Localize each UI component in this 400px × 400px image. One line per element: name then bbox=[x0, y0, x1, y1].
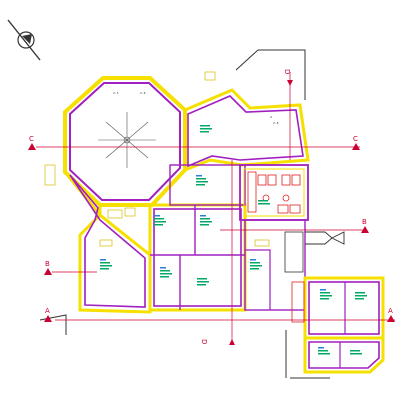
west-wing bbox=[63, 170, 152, 314]
dimension-label: 4 bbox=[270, 115, 272, 119]
dimension-label: 2.8 bbox=[140, 91, 146, 95]
section-marker-d-bottom: D bbox=[200, 339, 235, 345]
section-marker-c-right: C bbox=[352, 135, 360, 150]
section-marker-a-left: A bbox=[44, 307, 52, 322]
svg-text:C: C bbox=[29, 135, 34, 143]
room-tags bbox=[100, 125, 367, 355]
svg-text:A: A bbox=[45, 307, 50, 315]
entrance-wing: 4 2.8 bbox=[183, 88, 310, 173]
dimension-label: 2.3 bbox=[113, 91, 119, 95]
north-arrow-icon bbox=[7, 19, 41, 61]
site-boundary bbox=[39, 49, 330, 379]
toilet-block bbox=[239, 164, 309, 221]
section-marker-b-right: B bbox=[361, 218, 369, 233]
svg-text:C: C bbox=[353, 135, 358, 143]
svg-text:D: D bbox=[283, 69, 291, 74]
entry-canopy bbox=[305, 231, 345, 245]
dimension-label: 2.8 bbox=[273, 121, 279, 125]
svg-text:A: A bbox=[388, 307, 393, 315]
section-marker-b-left: B bbox=[44, 260, 52, 275]
svg-text:B: B bbox=[362, 218, 367, 226]
central-block bbox=[148, 164, 247, 312]
octagon-hall: 2.3 2.8 bbox=[63, 76, 187, 207]
section-lines bbox=[36, 72, 395, 345]
east-wing bbox=[244, 219, 385, 374]
furniture bbox=[44, 71, 270, 247]
section-marker-d-top: D bbox=[283, 69, 293, 86]
section-marker-a-right: A bbox=[387, 307, 395, 322]
svg-text:B: B bbox=[45, 260, 50, 268]
svg-text:D: D bbox=[200, 339, 208, 344]
section-marker-c-left: C bbox=[28, 135, 36, 150]
